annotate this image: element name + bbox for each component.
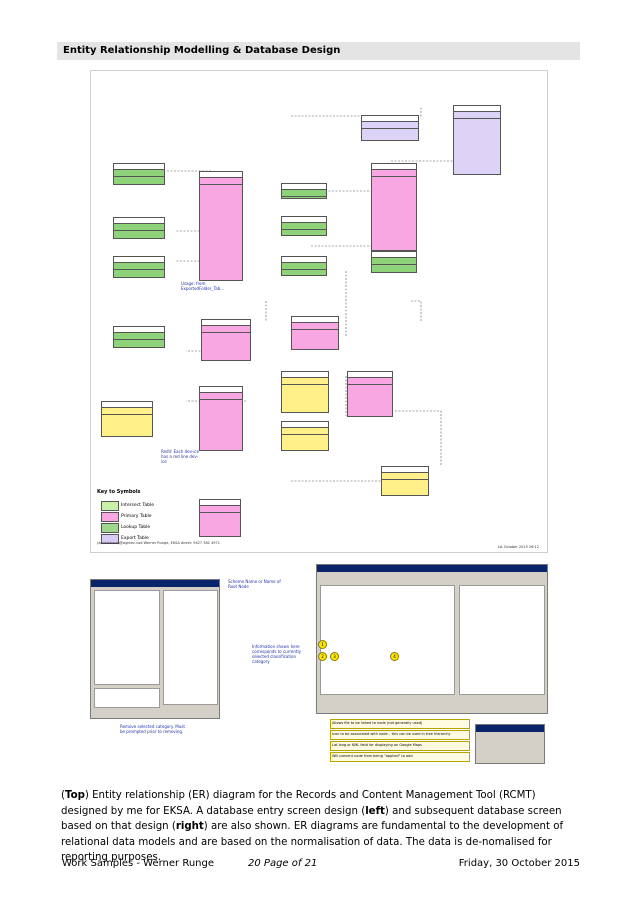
primary-table-users: [291, 316, 339, 350]
intersect-table-activity: [281, 371, 329, 413]
caption-part2: ) and subsequent database screen based o…: [61, 805, 562, 833]
footer-page: 20 Page of 21: [248, 858, 317, 869]
category-tree: [459, 585, 545, 695]
usage-note: Usage: from ExportedFolder_Tab...: [181, 281, 225, 291]
scheme-name-note: Scheme Name or Name of Root Node: [228, 579, 281, 589]
title-bar: [317, 565, 547, 572]
callout-1: Allows file to be linked to node (not ge…: [330, 719, 470, 729]
intersect-table-project-item: [281, 421, 329, 451]
primary-table-reference: [199, 171, 243, 281]
section-header: Entity Relationship Modelling & Database…: [57, 42, 580, 60]
caption-right: right: [175, 821, 204, 832]
primary-table-item: [199, 386, 243, 451]
form-panel: [94, 590, 160, 685]
lookup-table-7: [281, 256, 327, 276]
lookup-table-4: [113, 326, 165, 348]
redv-note: RedV: Each dev-ice has a red line dev-ic…: [161, 449, 200, 464]
record-form: [320, 585, 455, 695]
caption-part3: ) are also shown. ER diagrams are fundam…: [61, 821, 564, 863]
key-title: Key to Symbols: [97, 489, 141, 495]
page-of: Page of 21: [263, 858, 318, 869]
title-bar: [91, 580, 219, 587]
pin-1: 1: [318, 640, 327, 649]
export-table-2: [453, 105, 501, 175]
lookup-table-6: [281, 216, 327, 236]
pin-3: 3: [330, 652, 339, 661]
credit-text: (aprdatbase)@ogdrec.cod Werner Runge, EK…: [97, 541, 220, 545]
category-panel: [94, 688, 160, 708]
lookup-table-2: [113, 217, 165, 239]
info-note: Information shown here corresponds to cu…: [252, 644, 301, 664]
primary-table-refold: [201, 319, 251, 361]
intersect-table-contact-node: [381, 466, 429, 496]
caption-left: left: [365, 805, 385, 817]
key-swatch-export: [101, 534, 119, 544]
primary-table-contact: [371, 163, 417, 251]
key-swatch-lookup: [101, 523, 119, 533]
small-dialog-screenshot: [475, 724, 545, 764]
key-label-intersect: Intersect Table: [121, 503, 154, 508]
key-label-lookup: Lookup Table: [121, 525, 151, 530]
database-screen: [316, 564, 548, 714]
lookup-table-3: [113, 256, 165, 278]
key-swatch-intersect: [101, 501, 119, 511]
callout-3: Lat long or KML field for displaying on …: [330, 741, 470, 751]
pin-4: 4: [390, 652, 399, 661]
page-current: 20: [248, 858, 261, 869]
remove-note: Remove selected category. Must be prompt…: [120, 724, 185, 734]
caption-top: Top: [64, 790, 85, 801]
lookup-table-5: [281, 183, 327, 199]
callout-4: Will prevent node from being "applied" t…: [330, 752, 470, 762]
key-example-table: [199, 499, 241, 537]
footer-date: Friday, 30 October 2015: [458, 858, 580, 869]
tree-panel: [163, 590, 218, 705]
footer-left: Work Samples - Werner Runge: [62, 858, 215, 869]
key-label-primary: Primary Table: [121, 514, 152, 519]
entry-screen-design: [90, 579, 220, 719]
screen-designs: Scheme Name or Name of Root Node Informa…: [90, 564, 548, 782]
caption-part1: ) Entity relationship (ER) diagram for t…: [61, 790, 536, 817]
key-swatch-primary: [101, 512, 119, 522]
primary-table-project: [347, 371, 393, 417]
date-stamp: 1st October 2015 26:12: [497, 545, 539, 549]
lookup-table-1: [113, 163, 165, 185]
figure-caption: (Top) Entity relationship (ER) diagram f…: [61, 790, 564, 863]
key-label-export: Export Table: [121, 536, 149, 541]
pin-2: 2: [318, 652, 327, 661]
er-diagram: Key to Symbols Intersect Table Primary T…: [90, 70, 548, 553]
lookup-table-contact-type: [371, 251, 417, 273]
callout-2: Icon to be associated with node – this c…: [330, 730, 470, 740]
intersect-table-left: [101, 401, 153, 437]
export-table-1: [361, 115, 419, 141]
